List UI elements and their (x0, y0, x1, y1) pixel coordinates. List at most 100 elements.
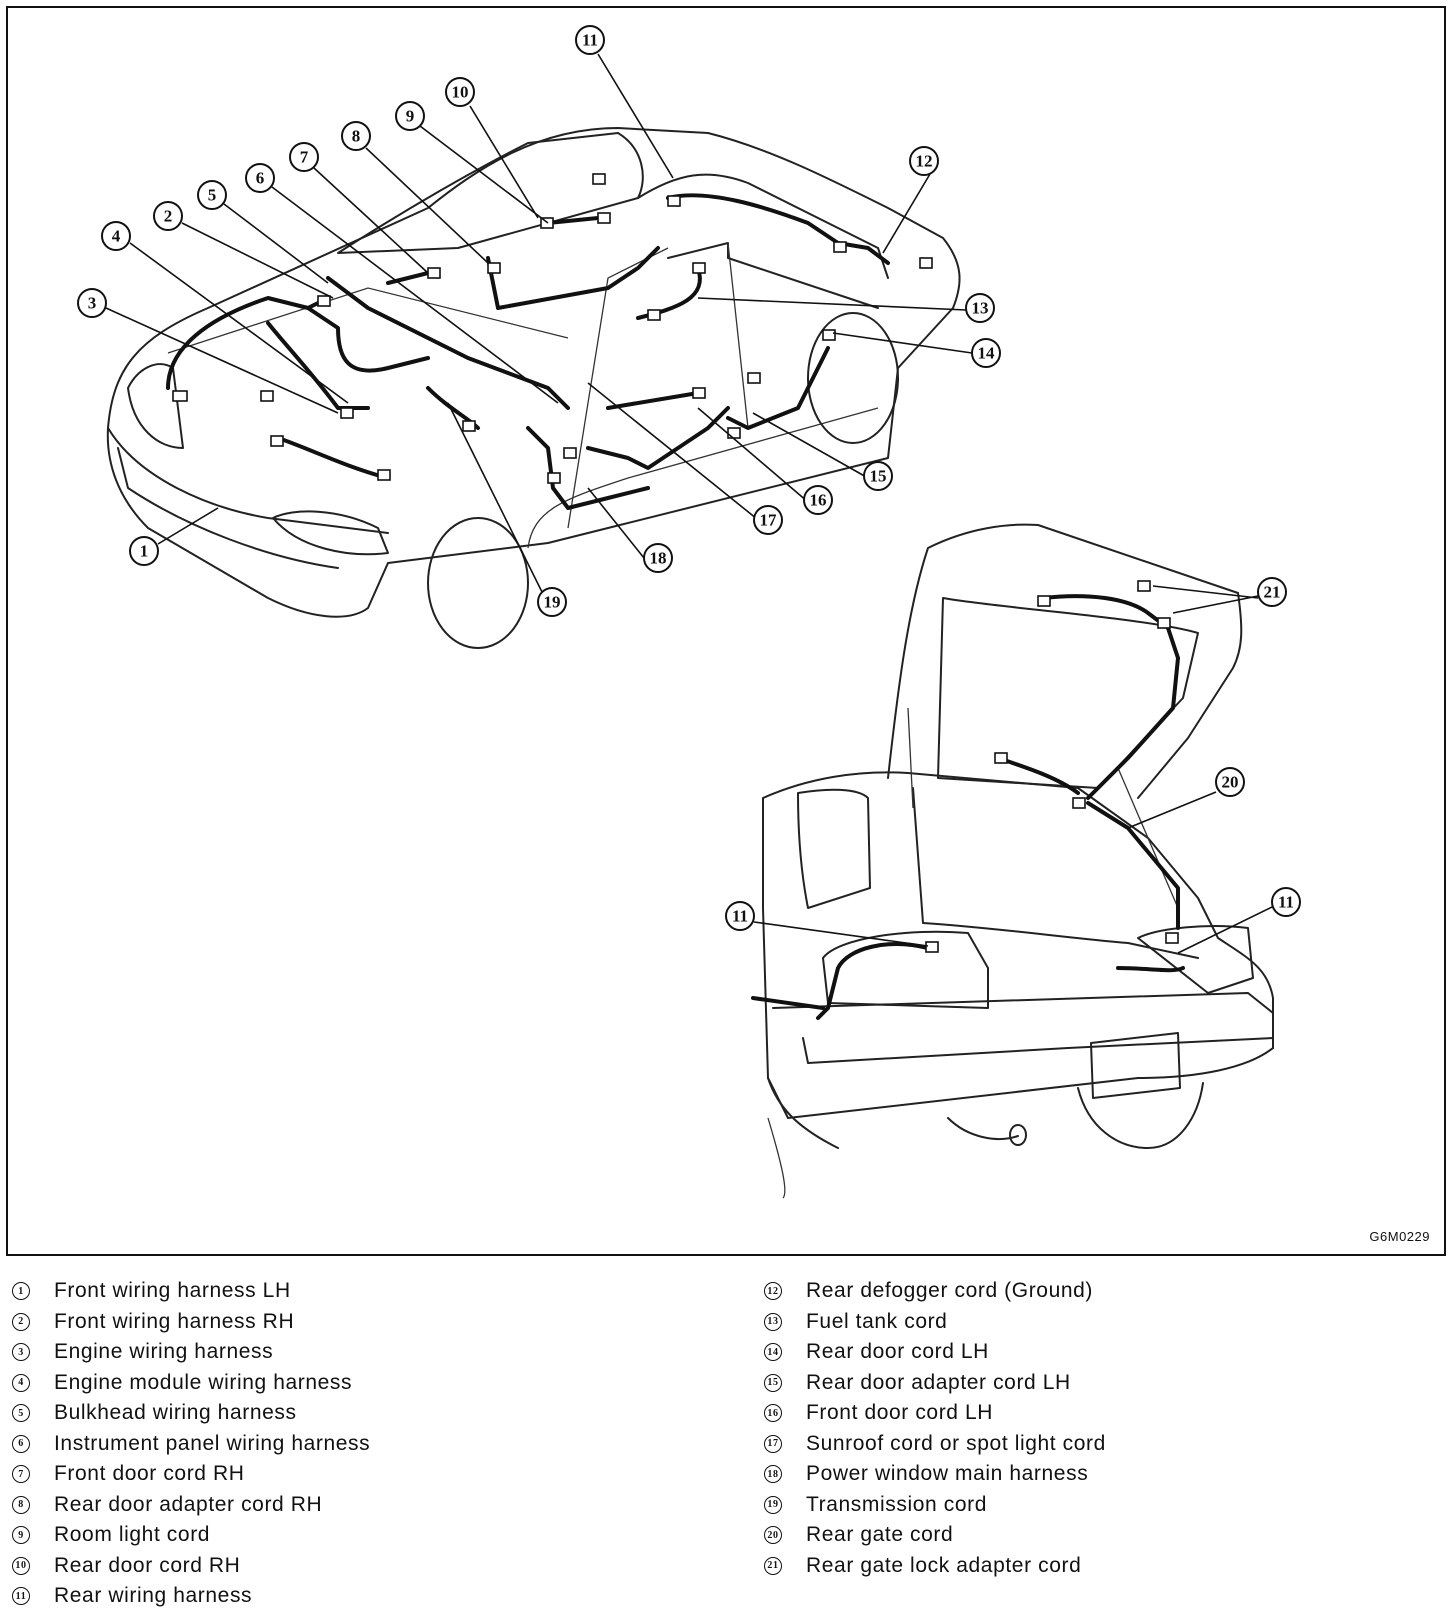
svg-text:14: 14 (978, 344, 996, 363)
legend-number: 19 (764, 1495, 782, 1514)
wiring-diagram-drawing: 1 2 3 4 5 6 7 8 9 10 11 12 13 14 15 16 1… (77, 25, 1301, 1199)
legend-number: 10 (12, 1556, 30, 1575)
svg-text:5: 5 (208, 186, 217, 205)
figure-code: G6M0229 (1369, 1229, 1430, 1244)
legend-number: 1 (12, 1282, 30, 1301)
legend-label: Front wiring harness RH (54, 1309, 295, 1333)
callout-11-left: 11 (725, 901, 755, 931)
legend-label: Front door cord LH (806, 1401, 994, 1425)
legend-number: 12 (764, 1282, 782, 1301)
callout-11-top: 11 (575, 25, 605, 55)
legend-label: Rear door adapter cord LH (806, 1370, 1071, 1394)
svg-text:19: 19 (544, 593, 561, 612)
legend-label: Room light cord (54, 1523, 211, 1547)
svg-text:18: 18 (650, 549, 667, 568)
callout-11-right: 11 (1271, 887, 1301, 917)
rear-car-harnesses (751, 580, 1185, 1020)
front-car-callouts: 1 2 3 4 5 6 7 8 9 10 11 12 13 14 15 16 1… (77, 25, 1001, 617)
svg-text:2: 2 (164, 207, 173, 226)
callout-21: 21 (1257, 577, 1287, 607)
legend-label: Bulkhead wiring harness (54, 1401, 297, 1425)
legend-item: 7 Front door cord RH (8, 1459, 370, 1490)
legend-label: Fuel tank cord (806, 1309, 948, 1333)
callout-3: 3 (77, 288, 107, 318)
callout-20: 20 (1215, 767, 1245, 797)
svg-text:13: 13 (972, 299, 989, 318)
svg-text:11: 11 (732, 907, 748, 926)
legend-item: 21 Rear gate lock adapter cord (760, 1551, 1106, 1582)
legend-number: 20 (764, 1526, 782, 1545)
legend-item: 5 Bulkhead wiring harness (8, 1398, 370, 1429)
callout-8: 8 (341, 121, 371, 151)
rear-car-callouts: 21 20 11 11 (725, 577, 1301, 954)
legend-item: 16 Front door cord LH (760, 1398, 1106, 1429)
wiring-diagram-figure: 1 2 3 4 5 6 7 8 9 10 11 12 13 14 15 16 1… (6, 6, 1446, 1256)
svg-text:4: 4 (112, 227, 121, 246)
legend-item: 14 Rear door cord LH (760, 1337, 1106, 1368)
callout-15: 15 (863, 461, 893, 491)
front-car-outline (106, 127, 961, 649)
legend-label: Engine wiring harness (54, 1340, 274, 1364)
legend-label: Rear door adapter cord RH (54, 1492, 323, 1516)
legend-item: 8 Rear door adapter cord RH (8, 1490, 370, 1521)
svg-text:20: 20 (1222, 773, 1239, 792)
legend-label: Front door cord RH (54, 1462, 245, 1486)
legend-number: 15 (764, 1373, 782, 1392)
svg-text:21: 21 (1264, 583, 1281, 602)
legend-label: Rear door cord RH (54, 1553, 241, 1577)
svg-text:15: 15 (870, 467, 887, 486)
legend-label: Rear door cord LH (806, 1340, 989, 1364)
legend-item: 12 Rear defogger cord (Ground) (760, 1276, 1106, 1307)
legend-number: 2 (12, 1312, 30, 1331)
callout-1: 1 (129, 536, 159, 566)
legend-label: Power window main harness (806, 1462, 1089, 1486)
legend-number: 13 (764, 1312, 782, 1331)
callout-16: 16 (803, 485, 833, 515)
svg-text:10: 10 (452, 83, 469, 102)
legend-item: 10 Rear door cord RH (8, 1551, 370, 1582)
legend-item: 13 Fuel tank cord (760, 1307, 1106, 1338)
legend-number: 4 (12, 1373, 30, 1392)
legend-label: Rear gate lock adapter cord (806, 1553, 1082, 1577)
svg-text:17: 17 (760, 511, 778, 530)
legend-number: 8 (12, 1495, 30, 1514)
legend-item: 4 Engine module wiring harness (8, 1368, 370, 1399)
legend-label: Rear defogger cord (Ground) (806, 1279, 1094, 1303)
legend-item: 15 Rear door adapter cord LH (760, 1368, 1106, 1399)
callout-12: 12 (909, 146, 939, 176)
callout-7: 7 (289, 142, 319, 172)
legend-item: 18 Power window main harness (760, 1459, 1106, 1490)
legend-item: 2 Front wiring harness RH (8, 1307, 370, 1338)
legend-number: 7 (12, 1465, 30, 1484)
legend-label: Engine module wiring harness (54, 1370, 353, 1394)
callout-17: 17 (753, 505, 783, 535)
callout-10: 10 (445, 77, 475, 107)
svg-text:9: 9 (406, 107, 415, 126)
legend-number: 18 (764, 1465, 782, 1484)
svg-text:3: 3 (88, 294, 97, 313)
svg-text:6: 6 (256, 169, 265, 188)
legend-number: 9 (12, 1526, 30, 1545)
svg-text:16: 16 (810, 491, 827, 510)
legend-item: 9 Room light cord (8, 1520, 370, 1551)
svg-text:12: 12 (916, 152, 933, 171)
legend-right: 12 Rear defogger cord (Ground) 13 Fuel tank… (760, 1276, 1106, 1581)
svg-text:7: 7 (300, 148, 309, 167)
callout-4: 4 (101, 221, 131, 251)
callout-13: 13 (965, 293, 995, 323)
callout-2: 2 (153, 201, 183, 231)
front-car-harnesses (166, 173, 933, 510)
legend-number: 14 (764, 1343, 782, 1362)
legend-label: Rear gate cord (806, 1523, 954, 1547)
svg-text:1: 1 (140, 542, 149, 561)
legend-number: 21 (764, 1556, 782, 1575)
rear-car-outline (762, 523, 1274, 1199)
legend-number: 5 (12, 1404, 30, 1423)
legend-label: Transmission cord (806, 1492, 987, 1516)
legend-number: 16 (764, 1404, 782, 1423)
legend-number: 11 (12, 1587, 30, 1606)
